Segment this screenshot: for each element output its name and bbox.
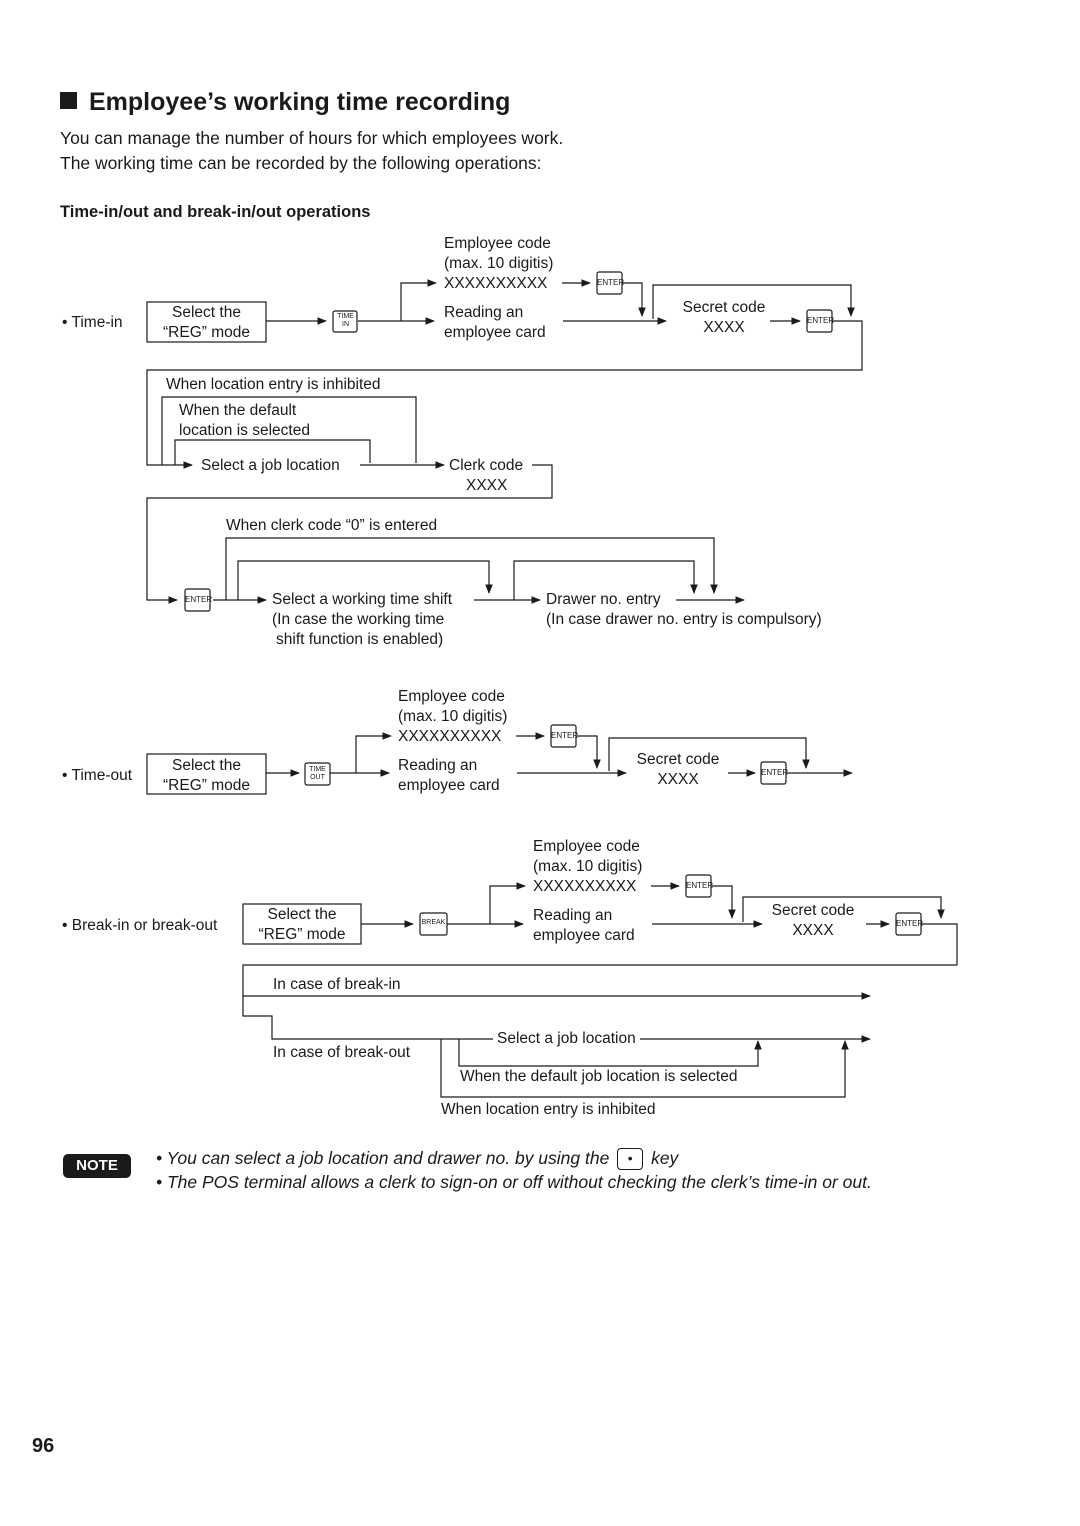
time-in-clerk-1: Clerk code <box>449 457 524 474</box>
enter-key-icon <box>760 761 787 785</box>
break-default-job: When the default job location is selecte… <box>460 1068 738 1085</box>
time-in-employee-code: Employee code <box>444 235 551 252</box>
time-out-label: • Time-out <box>62 767 133 784</box>
time-in-shift-1: Select a working time shift <box>272 591 453 608</box>
time-in-employee-x: XXXXXXXXXX <box>444 275 548 292</box>
break-case-out: In case of break-out <box>273 1044 410 1061</box>
time-in-shift-2: (In case the working time <box>272 611 445 628</box>
time-in-default-1: When the default <box>179 402 297 419</box>
break-case-in: In case of break-in <box>273 976 401 993</box>
time-in-mode-line-2: “REG” mode <box>163 324 250 341</box>
time-in-drawer-1: Drawer no. entry <box>546 591 661 608</box>
time-in-secret-2: XXXX <box>703 319 745 336</box>
note-badge: NOTE <box>63 1154 131 1178</box>
time-in-secret-1: Secret code <box>682 299 766 316</box>
time-in-employee-max: (max. 10 digitis) <box>444 255 554 272</box>
dot-key-icon: • <box>617 1148 644 1170</box>
break-employee-code: Employee code <box>533 838 640 855</box>
enter-key-text: ENTER <box>686 881 714 890</box>
break-secret-2: XXXX <box>792 922 834 939</box>
time-in-default-2: location is selected <box>179 422 310 439</box>
enter-key-icon <box>550 724 577 748</box>
time-out-secret-2: XXXX <box>657 771 699 788</box>
break-card-2: employee card <box>533 927 635 944</box>
time-in-label: • Time-in <box>62 314 123 331</box>
time-out-secret-1: Secret code <box>636 751 720 768</box>
intro-line-2: The working time can be recorded by the … <box>60 153 542 173</box>
break-loc-inhibited: When location entry is inhibited <box>441 1101 656 1118</box>
time-in-shift-3: shift function is enabled) <box>276 631 444 648</box>
time-in-card-2: employee card <box>444 324 546 341</box>
note-1: • You can select a job location and draw… <box>156 1148 679 1170</box>
time-in-select-job: Select a job location <box>201 457 340 474</box>
enter-key-text: ENTER <box>761 768 789 777</box>
time-in-mode-line-1: Select the <box>172 304 241 321</box>
time-in-card-1: Reading an <box>444 304 524 321</box>
enter-key-text: ENTER <box>807 316 835 325</box>
break-employee-max: (max. 10 digitis) <box>533 858 643 875</box>
square-bullet-icon <box>60 92 77 109</box>
section-subheading: Time-in/out and break-in/out operations <box>60 203 371 221</box>
time-out-mode-line-1: Select the <box>172 757 241 774</box>
break-mode-line-2: “REG” mode <box>258 926 346 943</box>
break-label: • Break-in or break-out <box>62 917 218 934</box>
enter-key-text: ENTER <box>597 278 625 287</box>
time-out-mode-box <box>146 753 267 795</box>
break-key-text: BREAK <box>421 919 446 926</box>
time-in-drawer-2: (In case drawer no. entry is compulsory) <box>546 611 822 628</box>
enter-key-icon <box>685 874 712 898</box>
enter-key-text: ENTER <box>896 919 924 928</box>
time-out-key-icon <box>304 762 331 786</box>
break-card-1: Reading an <box>533 907 613 924</box>
title-text: Employee’s working time recording <box>89 88 511 116</box>
break-employee-x: XXXXXXXXXX <box>533 878 637 895</box>
break-secret-1: Secret code <box>771 902 855 919</box>
page-number: 96 <box>32 1435 55 1457</box>
time-out-card-2: employee card <box>398 777 500 794</box>
enter-key-icon <box>184 588 211 612</box>
time-in-mode-box <box>146 301 267 343</box>
time-in-clerk-zero: When clerk code “0” is entered <box>226 517 438 534</box>
page-title: Employee’s working time recording <box>60 88 510 117</box>
enter-key-text: ENTER <box>551 731 579 740</box>
time-out-employee-x: XXXXXXXXXX <box>398 728 502 745</box>
time-out-card-1: Reading an <box>398 757 478 774</box>
intro-line-1: You can manage the number of hours for w… <box>60 128 564 148</box>
time-out-employee-max: (max. 10 digitis) <box>398 708 508 725</box>
break-mode-line-1: Select the <box>267 906 337 923</box>
time-out-mode-line-2: “REG” mode <box>163 777 250 794</box>
time-in-clerk-2: XXXX <box>466 477 508 494</box>
break-select-job: Select a job location <box>493 1029 640 1049</box>
time-in-key-icon <box>332 310 358 333</box>
time-out-employee-code: Employee code <box>398 688 505 705</box>
enter-key-text: ENTER <box>185 595 213 604</box>
time-in-loc-inhibited: When location entry is inhibited <box>166 376 381 393</box>
note-2: • The POS terminal allows a clerk to sig… <box>156 1172 872 1192</box>
